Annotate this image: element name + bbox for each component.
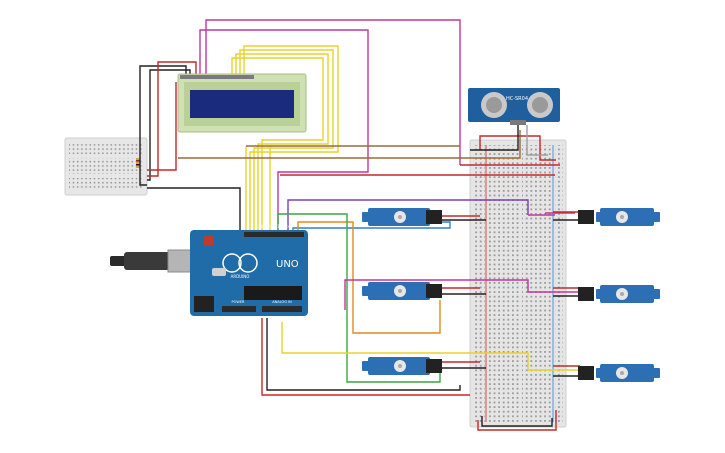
reset-button (204, 236, 214, 246)
power-jack (194, 296, 214, 312)
analog-header (262, 306, 302, 312)
lcd-display (177, 73, 307, 133)
servos (362, 208, 660, 382)
servo-left-1 (362, 208, 442, 226)
lcd-header-pins (180, 75, 254, 79)
wires (139, 19, 580, 431)
model-label: UNO (276, 259, 299, 270)
brand-label: ARDUINO (231, 274, 250, 279)
sensor-label: HC-SR04 (506, 96, 528, 102)
ultrasonic-sensor: HC-SR04 (468, 88, 560, 125)
digital-label: DIGITAL (PWM~) (259, 224, 293, 229)
power-label: POWER (232, 300, 246, 304)
main-breadboard (469, 139, 567, 428)
arduino-uno: DIGITAL (PWM~) UNO ARDUINO POWER ANALOG … (110, 224, 308, 316)
small-breadboard (64, 137, 148, 196)
lcd-screen (190, 90, 294, 118)
digital-header (244, 232, 304, 237)
power-header (222, 306, 256, 312)
arduino-infinity-logo (222, 253, 242, 273)
servo-left-2 (362, 282, 442, 300)
servo-left-3 (362, 357, 442, 375)
resistor (136, 158, 140, 168)
analog-label: ANALOG IN (272, 300, 292, 304)
servo-right-3 (578, 364, 660, 382)
usb-cable (110, 249, 199, 273)
servo-right-1 (578, 208, 660, 226)
servo-right-2 (578, 285, 660, 303)
atmega-chip (244, 286, 302, 300)
